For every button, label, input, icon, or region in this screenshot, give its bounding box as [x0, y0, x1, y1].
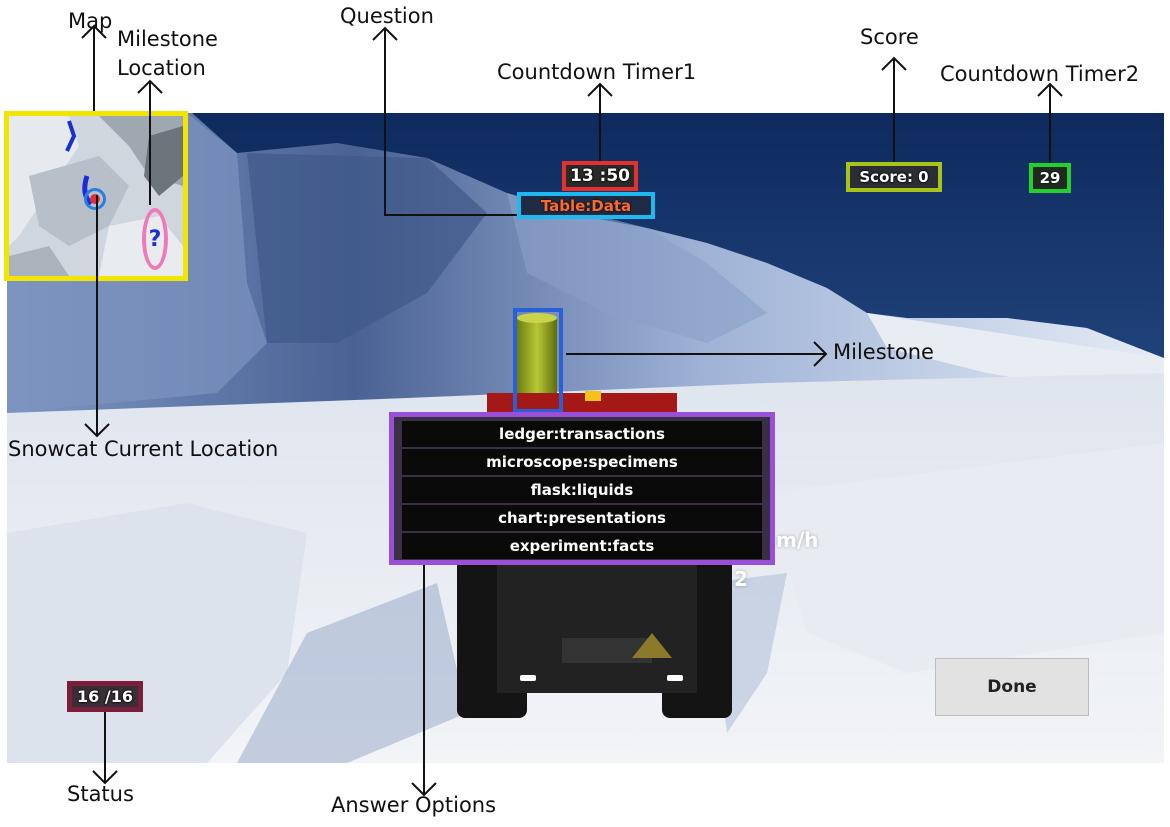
snowcat-location-marker: [84, 188, 106, 210]
question-label: Table:Data: [517, 192, 655, 219]
speed-unit: m/h: [776, 528, 819, 552]
answer-option-3[interactable]: flask:liquids: [402, 477, 762, 503]
countdown-timer-2: 29: [1029, 163, 1071, 193]
score-display: Score: 0: [846, 162, 942, 192]
status-counter: 16 /16: [67, 681, 143, 712]
speed-value: 2: [734, 567, 748, 591]
label-snowcat-location: Snowcat Current Location: [8, 437, 279, 461]
label-question: Question: [340, 4, 434, 28]
label-milestone-location-1: Milestone: [117, 27, 218, 51]
done-button[interactable]: Done: [935, 658, 1089, 716]
answer-option-4[interactable]: chart:presentations: [402, 505, 762, 531]
label-countdown-timer1: Countdown Timer1: [497, 60, 697, 84]
answer-option-2[interactable]: microscope:specimens: [402, 449, 762, 475]
snowcat-dot-icon: [90, 194, 100, 204]
label-status: Status: [67, 782, 134, 806]
answer-option-1[interactable]: ledger:transactions: [402, 421, 762, 447]
label-answer-options: Answer Options: [331, 793, 497, 817]
label-countdown-timer2: Countdown Timer2: [940, 62, 1140, 86]
answer-options-panel: ledger:transactions microscope:specimens…: [389, 412, 775, 565]
label-milestone: Milestone: [833, 340, 934, 364]
milestone-location-marker: ?: [142, 208, 168, 270]
answer-option-5[interactable]: experiment:facts: [402, 533, 762, 559]
milestone-highlight: [513, 308, 563, 413]
label-score: Score: [860, 25, 919, 49]
label-milestone-location-2: Location: [117, 56, 206, 80]
countdown-timer-1: 13 :50: [562, 161, 638, 191]
label-map: Map: [68, 9, 113, 33]
question-mark-icon: ?: [148, 226, 162, 252]
